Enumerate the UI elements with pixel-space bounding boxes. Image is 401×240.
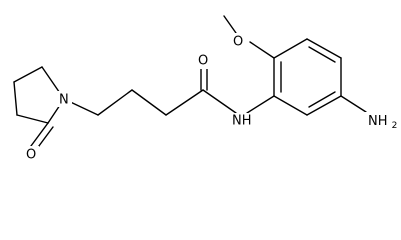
chemical-structure: O N O NH O NH 2 (13, 15, 400, 163)
bond-ar-c3-c4 (306, 38, 342, 59)
bond-chain-c1-c2 (97, 89, 133, 116)
bond-ar-inner-2 (308, 46, 336, 63)
bond-ring-c2-c3 (16, 114, 49, 124)
atom-nh2: NH 2 (368, 114, 397, 131)
bond-ar-o (249, 41, 275, 59)
atom-o-methoxy: O (233, 35, 243, 50)
bond-ar-inner-3 (308, 91, 336, 108)
atom-bg (364, 112, 400, 130)
bond-chain-c3-ccarbonyl (165, 89, 204, 116)
atom-n-amide: NH (232, 114, 252, 129)
atom-o-lactam: O (26, 148, 36, 163)
bond-n-aryl (246, 95, 275, 114)
atom-o-amide: O (198, 54, 208, 69)
bond-amide-c-n (202, 89, 237, 114)
bond-chain-c2-c3 (131, 89, 167, 116)
atom-nh2-main: NH (368, 114, 388, 129)
atom-bg (25, 146, 39, 162)
atom-bg (57, 91, 72, 107)
atom-bg (231, 113, 255, 129)
bond-o-ch3 (223, 15, 237, 34)
bond-ring-c4-c5 (13, 66, 43, 83)
atom-bg (197, 53, 211, 69)
atom-bg (232, 33, 246, 49)
bond-ar-c5-c6 (306, 95, 342, 116)
bond-lactam-co-a (27, 122, 49, 151)
atom-nh2-subscript: 2 (392, 121, 398, 131)
bond-ar-c6-c1 (273, 95, 308, 116)
bond-ar-nh2 (340, 95, 367, 113)
bond-ar-c2-c3 (273, 38, 308, 59)
atom-n-ring: N (59, 93, 69, 108)
bond-ring-c3-c4 (13, 81, 18, 116)
